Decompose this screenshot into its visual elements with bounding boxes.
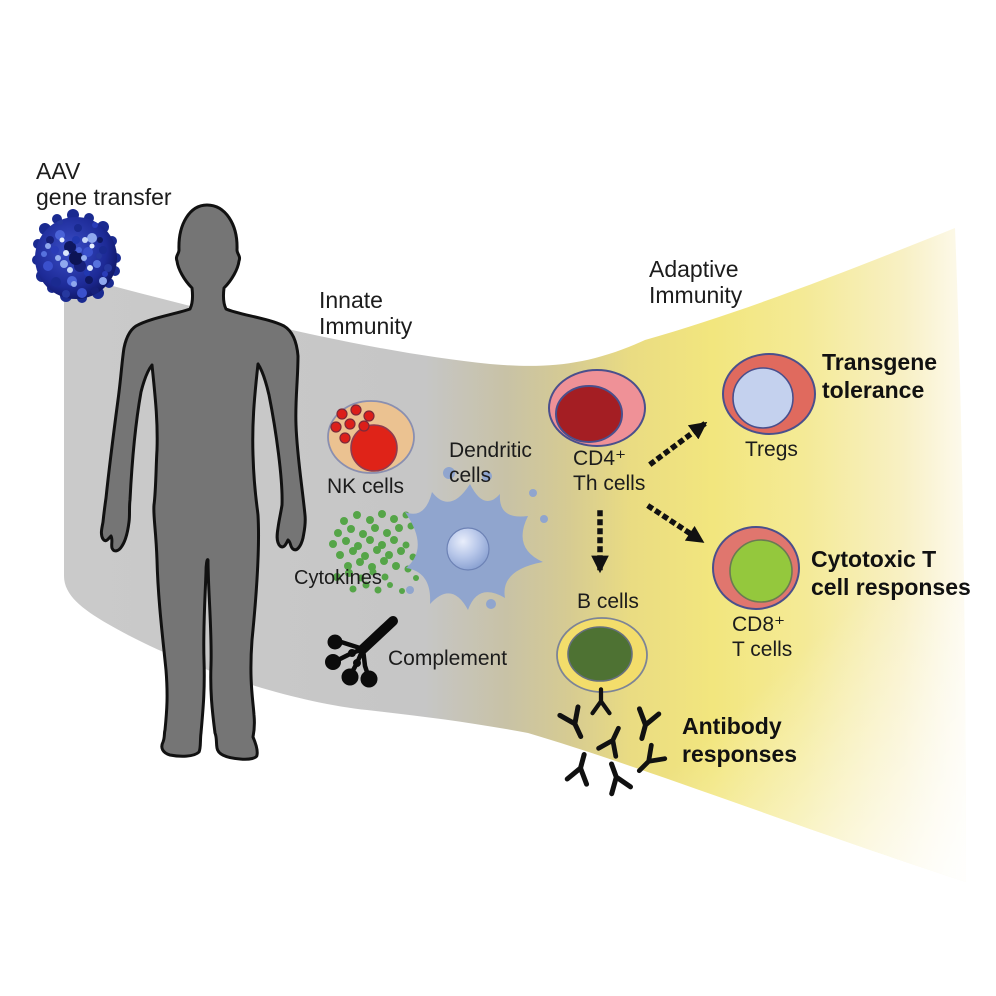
nk-cells-label: NK cells bbox=[327, 475, 405, 498]
cd4-th-cell-icon bbox=[548, 369, 646, 447]
complement-icon bbox=[325, 616, 398, 688]
adaptive-immunity-label: Adaptive Immunity bbox=[649, 256, 743, 308]
cytokines-label: Cytokines bbox=[294, 567, 382, 589]
innate-immunity-label: Innate Immunity bbox=[319, 287, 413, 339]
arrows bbox=[591, 421, 708, 574]
b-cells-label: B cells bbox=[577, 590, 639, 613]
dendritic-cell-icon bbox=[405, 467, 548, 610]
cd8-t-cell-icon bbox=[712, 526, 800, 610]
antibody-responses-label: Antibody responses bbox=[682, 713, 798, 767]
dendritic-cells-label: Dendritic cells bbox=[449, 439, 532, 487]
tregs-cell-icon bbox=[722, 353, 816, 435]
aav-gene-transfer-label: AAV gene transfer bbox=[36, 158, 172, 210]
aav-virus-icon bbox=[32, 209, 121, 303]
arrow-cd4-to-tregs bbox=[648, 421, 708, 467]
tregs-label: Tregs bbox=[745, 438, 798, 461]
cytokines-icon bbox=[329, 510, 429, 594]
cd4-th-cells-label: CD4⁺ Th cells bbox=[573, 447, 646, 495]
transgene-tolerance-label: Transgene tolerance bbox=[822, 349, 938, 403]
human-silhouette bbox=[99, 203, 307, 761]
arrow-cd4-to-cd8 bbox=[646, 503, 705, 544]
nk-cell-icon bbox=[327, 400, 415, 474]
complement-label: Complement bbox=[388, 647, 508, 670]
b-cell-icon bbox=[556, 617, 648, 693]
cd8-t-cells-label: CD8⁺ T cells bbox=[732, 613, 793, 661]
cytotoxic-t-cell-responses-label: Cytotoxic T cell responses bbox=[811, 546, 971, 600]
